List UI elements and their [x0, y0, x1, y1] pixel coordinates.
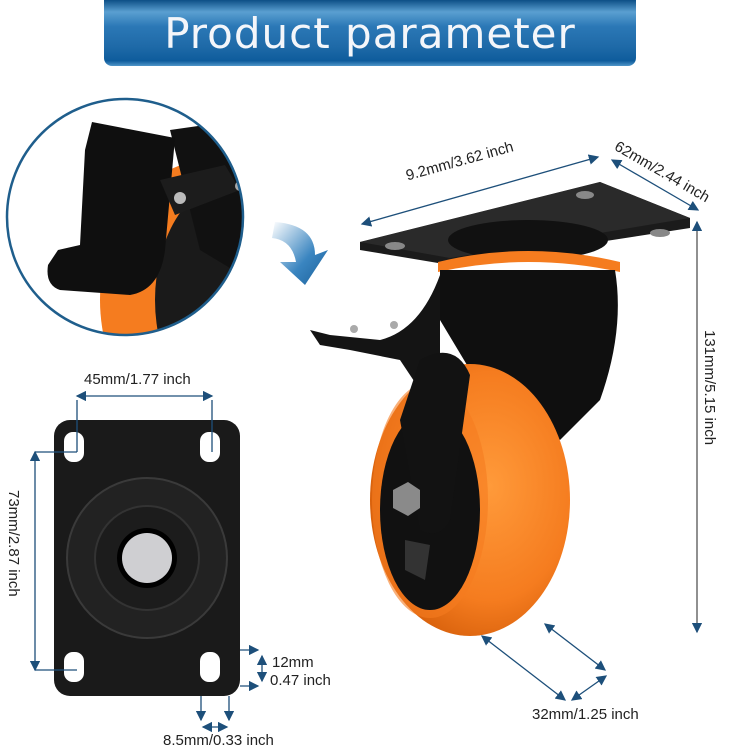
pointer-arrow-icon: [272, 222, 328, 285]
brake-closeup: [5, 97, 245, 337]
label-hole-spacing-width: 45mm/1.77 inch: [84, 371, 191, 388]
title-banner: Product parameter: [104, 0, 636, 66]
caster-wheel-main: [310, 182, 690, 636]
label-wheel-width: 32mm/1.25 inch: [532, 706, 639, 723]
label-slot-length-inch: 0.47 inch: [270, 672, 331, 689]
label-hole-spacing-length: 73mm/2.87 inch: [5, 490, 22, 597]
page-title: Product parameter: [164, 8, 576, 58]
dimension-lines: [29, 154, 703, 733]
label-slot-width: 8.5mm/0.33 inch: [163, 732, 274, 749]
label-overall-height: 131mm/5.15 inch: [701, 330, 718, 446]
label-slot-length-mm: 12mm: [272, 654, 314, 671]
mounting-plate: [54, 420, 240, 696]
